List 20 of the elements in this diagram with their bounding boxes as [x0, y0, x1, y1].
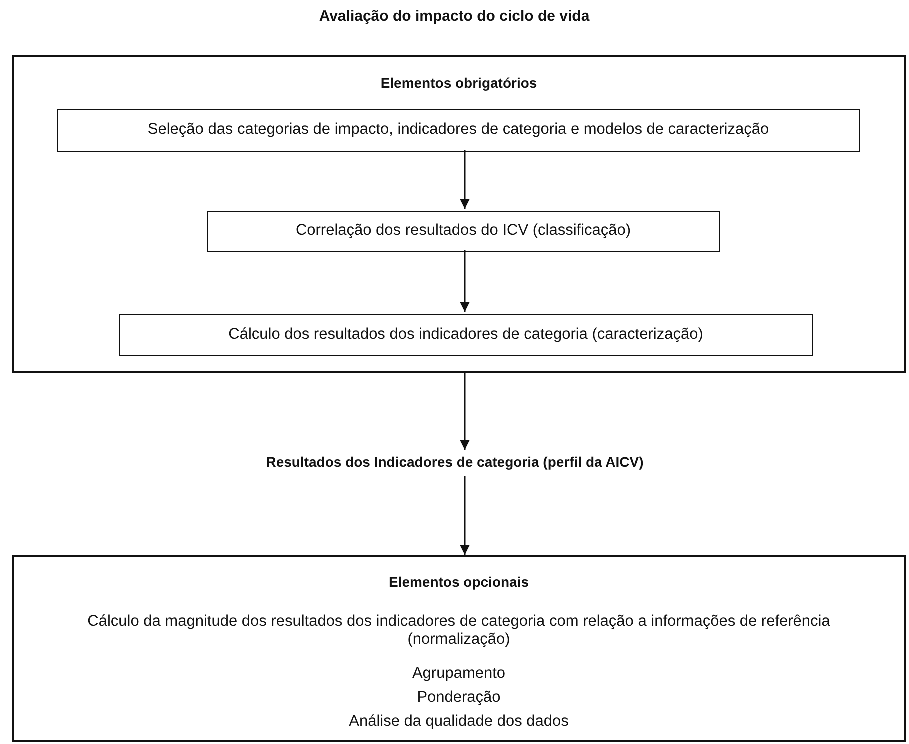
list-item: Agrupamento — [411, 665, 507, 683]
arrow — [460, 373, 470, 450]
box-text: Cálculo dos resultados dos indicadores de categoria (caracterização) — [228, 326, 704, 344]
arrow — [460, 250, 470, 312]
diagram-title: Avaliação do impacto do ciclo de vida — [318, 8, 591, 25]
process-box — [119, 314, 813, 356]
process-box — [57, 109, 860, 152]
group-box — [12, 555, 906, 742]
result-text: Resultados dos Indicadores de categoria (perfil da AICV) — [265, 453, 645, 471]
list-item: Cálculo da magnitude dos resultados dos indicadores de categoria com relação a informações de referência (normalização) — [86, 613, 832, 649]
arrow — [460, 150, 470, 209]
arrow — [460, 476, 470, 555]
box-text: Correlação dos resultados do ICV (classificação) — [294, 222, 632, 240]
section-heading: Elementos opcionais — [388, 573, 530, 591]
list-item: Ponderação — [416, 689, 502, 707]
process-box — [207, 211, 720, 252]
section-heading: Elementos obrigatórios — [380, 74, 538, 92]
list-item: Análise da qualidade dos dados — [348, 713, 570, 731]
group-box — [12, 55, 906, 373]
box-text: Seleção das categorias de impacto, indicadores de categoria e modelos de caracterização — [146, 121, 770, 139]
